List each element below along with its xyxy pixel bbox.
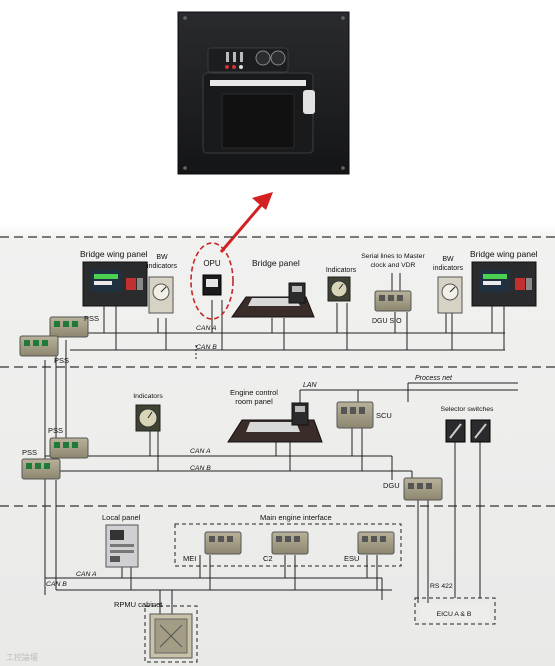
label-pss-mid-2: PSS	[22, 448, 37, 457]
label-bw-indicators-left-2: indicators	[147, 263, 177, 270]
label-local-panel: Local panel	[102, 513, 141, 522]
indicators-top	[327, 276, 351, 302]
label-ecr-panel-2: room panel	[235, 397, 273, 406]
opu-highlight-ring	[190, 242, 234, 320]
label-rpmu-cabinet: RPMU cabinet	[114, 600, 163, 609]
selector-switch-1	[445, 419, 466, 443]
label-lan: LAN	[303, 382, 318, 389]
rpmu-cabinet	[149, 613, 193, 659]
mei-module	[204, 531, 242, 555]
label-serial-lines-2: clock and VDR	[371, 262, 416, 269]
bw-indicator-right	[437, 276, 463, 314]
label-indicators-top: Indicators	[326, 267, 357, 274]
label-selector-switches: Selector switches	[441, 406, 494, 413]
label-can-a-bottom: CAN A	[76, 571, 97, 578]
watermark-text: 工控論壇	[6, 652, 38, 662]
label-serial-lines-1: Serial lines to Master	[361, 253, 425, 260]
group-boxes	[144, 523, 496, 663]
pss-module-top-2	[19, 335, 59, 357]
eicu-block	[420, 603, 490, 621]
labels: Bridge wing panel BW indicators OPU Brid…	[6, 249, 538, 662]
engine-control-room-panel	[227, 402, 323, 443]
bridge-wing-panel-left	[82, 261, 148, 307]
label-can-b-top: CAN B	[196, 344, 217, 351]
indicators-mid	[135, 404, 161, 432]
pointer-arrow	[219, 192, 273, 253]
label-main-engine-interface: Main engine interface	[260, 513, 332, 522]
local-panel	[105, 524, 139, 568]
label-bridge-wing-panel-right: Bridge wing panel	[470, 249, 538, 259]
label-rs422: RS 422	[430, 583, 453, 590]
label-ecr-panel-1: Engine control	[230, 388, 278, 397]
pss-module-mid-2	[21, 458, 61, 480]
dgu-module	[403, 477, 443, 501]
bridge-panel	[231, 282, 315, 318]
c2-module	[271, 531, 309, 555]
bw-indicator-left	[148, 276, 174, 314]
bridge-wing-panel-right	[471, 261, 537, 307]
label-dgu-sio: DGU SIO	[372, 318, 402, 325]
label-can-a-top: CAN A	[196, 325, 217, 332]
label-can-a-mid: CAN A	[190, 448, 211, 455]
label-bw-indicators-left-1: BW	[156, 254, 168, 261]
label-eicu: EICU A & B	[437, 611, 472, 618]
label-can-b-bottom: CAN B	[46, 581, 67, 588]
label-bw-indicators-right-2: indicators	[433, 265, 463, 272]
selector-switch-2	[470, 419, 491, 443]
label-mei: MEI	[183, 554, 196, 563]
label-pss-mid-1: PSS	[48, 426, 63, 435]
label-pss-top: PSS	[84, 314, 99, 323]
dgu-sio-module	[374, 290, 412, 312]
label-bw-indicators-right-1: BW	[442, 256, 454, 263]
label-pss-top-2: PSS	[54, 356, 69, 365]
opu-unit	[202, 274, 222, 296]
label-esu: ESU	[344, 554, 359, 563]
label-can-b-mid: CAN B	[190, 465, 211, 472]
label-scu: SCU	[376, 411, 392, 420]
pss-module-mid-1	[49, 437, 89, 459]
label-dgu: DGU	[383, 481, 400, 490]
label-c2: C2	[263, 554, 273, 563]
scu-module	[336, 401, 374, 429]
section-separators	[0, 236, 555, 507]
label-bridge-panel: Bridge panel	[252, 258, 300, 268]
label-opu: OPU	[203, 259, 221, 268]
esu-module	[357, 531, 395, 555]
label-bridge-wing-panel-left: Bridge wing panel	[80, 249, 148, 259]
label-indicators-mid: Indicators	[133, 393, 163, 400]
label-process-net: Process net	[415, 375, 453, 382]
pss-module-top-1	[49, 316, 89, 338]
opu-photo	[177, 11, 350, 175]
